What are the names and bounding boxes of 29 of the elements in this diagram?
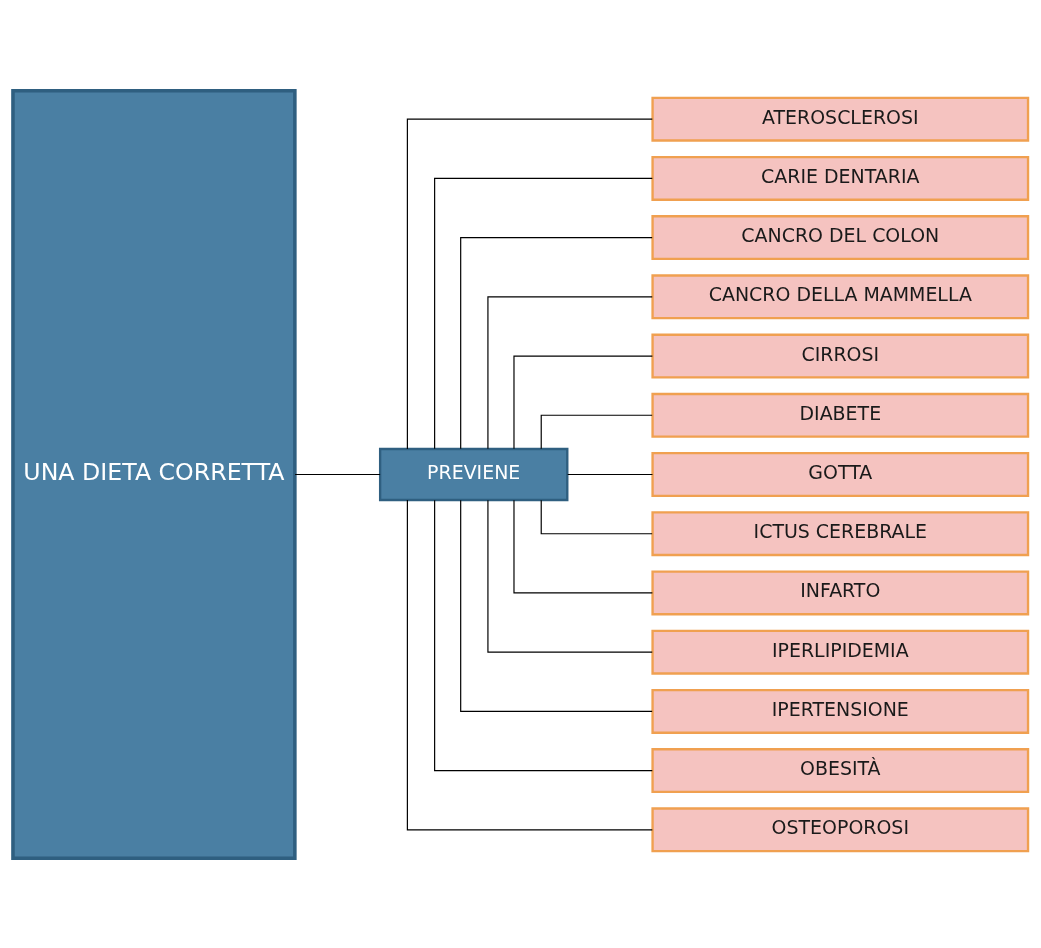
node-box: CARIE DENTARIA xyxy=(651,155,1030,201)
connector xyxy=(567,473,654,475)
node-box: UNA DIETA CORRETTA xyxy=(11,88,297,860)
connector xyxy=(406,118,653,450)
node-box: CANCRO DELLA MAMMELLA xyxy=(651,273,1030,319)
connector xyxy=(540,499,653,534)
node-box: OBESITÀ xyxy=(651,747,1030,793)
node-box: IPERLIPIDEMIA xyxy=(651,629,1030,675)
connector xyxy=(460,499,653,712)
connector xyxy=(513,354,653,449)
connector xyxy=(487,499,653,653)
node-box: ICTUS CEREBRALE xyxy=(651,510,1030,556)
connector xyxy=(540,414,653,449)
connector xyxy=(434,177,653,449)
node-box: CANCRO DEL COLON xyxy=(651,214,1030,260)
node-box: ATEROSCLEROSI xyxy=(651,96,1030,142)
connector xyxy=(406,498,653,830)
node-box: INFARTO xyxy=(651,569,1030,615)
node-box: OSTEOPOROSI xyxy=(651,806,1030,852)
connector xyxy=(294,473,381,475)
node-box: PREVIENE xyxy=(378,447,569,501)
node-box: CIRROSI xyxy=(651,333,1030,379)
node-box: IPERTENSIONE xyxy=(651,688,1030,734)
connector xyxy=(513,499,653,594)
node-box: GOTTA xyxy=(651,451,1030,497)
connector xyxy=(434,499,653,771)
node-box: DIABETE xyxy=(651,392,1030,438)
connector xyxy=(487,295,653,449)
connector xyxy=(460,236,653,449)
